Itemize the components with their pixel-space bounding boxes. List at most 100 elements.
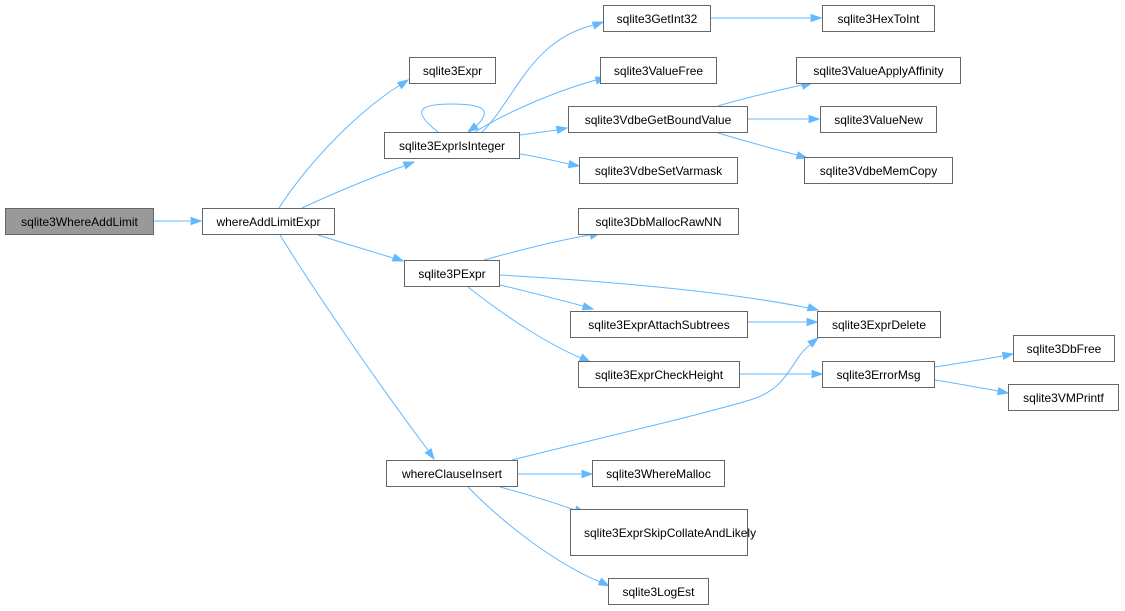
node-label: sqlite3VdbeGetBoundValue [584, 112, 732, 127]
node-label: sqlite3ValueFree [613, 63, 704, 78]
arrowhead [424, 447, 435, 461]
node-sqlite3ExprCheckHeight[interactable]: sqlite3ExprCheckHeight [578, 361, 740, 388]
edge-line [317, 234, 394, 259]
node-sqlite3WhereAddLimit: sqlite3WhereAddLimit [5, 208, 154, 235]
node-sqlite3ExprDelete[interactable]: sqlite3ExprDelete [817, 311, 941, 338]
arrowhead [591, 21, 605, 30]
arrowhead [807, 337, 820, 348]
edge-whereClauseInsert-to-sqlite3LogEst [467, 486, 611, 587]
arrowhead [806, 303, 820, 312]
node-sqlite3HexToInt[interactable]: sqlite3HexToInt [822, 5, 935, 32]
edge-line [511, 344, 811, 461]
node-sqlite3ValueFree[interactable]: sqlite3ValueFree [600, 57, 717, 84]
node-label: sqlite3VdbeMemCopy [819, 163, 938, 178]
node-label: sqlite3VMPrintf [1023, 390, 1104, 405]
arrowhead [391, 253, 405, 262]
arrowhead [555, 125, 569, 134]
node-sqlite3ValueApplyAffinity[interactable]: sqlite3ValueApplyAffinity [796, 57, 961, 84]
node-sqlite3WhereMalloc[interactable]: sqlite3WhereMalloc [592, 460, 725, 487]
arrowhead [810, 13, 823, 23]
edge-sqlite3ExprCheckHeight-to-sqlite3ErrorMsg [740, 369, 824, 379]
edge-sqlite3PExpr-to-sqlite3ExprDelete [499, 274, 820, 312]
edge-line [467, 286, 582, 359]
node-label: sqlite3DbMallocRawNN [595, 214, 722, 229]
arrowhead [996, 387, 1010, 396]
node-sqlite3ErrorMsg[interactable]: sqlite3ErrorMsg [822, 361, 935, 388]
edge-sqlite3VdbeGetBoundValue-to-sqlite3VdbeMemCopy [717, 132, 809, 160]
edge-line [519, 129, 558, 136]
edge-whereClauseInsert-to-sqlite3ExprDelete [511, 337, 820, 461]
edge-line [483, 234, 591, 261]
node-label: sqlite3LogEst [622, 584, 695, 599]
arrowhead [402, 161, 416, 170]
edge-sqlite3PExpr-to-sqlite3ExprAttachSubtrees [499, 284, 595, 311]
arrowhead [466, 122, 479, 133]
edge-line [717, 84, 803, 107]
node-sqlite3VdbeGetBoundValue[interactable]: sqlite3VdbeGetBoundValue [568, 106, 748, 133]
node-label: sqlite3ExprIsInteger [398, 138, 506, 153]
node-sqlite3GetInt32[interactable]: sqlite3GetInt32 [603, 5, 711, 32]
edge-whereAddLimitExpr-to-sqlite3Expr [278, 79, 410, 209]
node-sqlite3PExpr[interactable]: sqlite3PExpr [404, 260, 500, 287]
edge-whereClauseInsert-to-sqlite3WhereMalloc [518, 469, 594, 479]
node-sqlite3ExprAttachSubtrees[interactable]: sqlite3ExprAttachSubtrees [570, 311, 748, 338]
edge-line [421, 103, 485, 133]
edge-sqlite3ExprIsInteger-to-sqlite3GetInt32 [481, 21, 605, 133]
node-label: whereClauseInsert [401, 466, 503, 481]
edge-line [499, 284, 584, 307]
edge-whereAddLimitExpr-to-sqlite3ExprIsInteger [301, 161, 416, 209]
arrowhead [808, 114, 821, 124]
edge-sqlite3ExprIsInteger-to-sqlite3VdbeSetVarmask [519, 153, 581, 169]
edge-line [481, 24, 595, 133]
node-label: sqlite3ErrorMsg [836, 367, 921, 382]
node-label: sqlite3WhereMalloc [606, 466, 711, 481]
node-label: sqlite3DbFree [1026, 341, 1102, 356]
arrowhead [581, 469, 594, 479]
node-label: sqlite3VdbeSetVarmask [594, 163, 723, 178]
node-label: sqlite3HexToInt [837, 11, 920, 26]
node-label: sqlite3ExprDelete [831, 317, 927, 332]
edge-sqlite3PExpr-to-sqlite3DbMallocRawNN [483, 231, 602, 261]
node-sqlite3ExprIsInteger[interactable]: sqlite3ExprIsInteger [384, 132, 520, 159]
edge-line [301, 165, 405, 209]
node-sqlite3DbFree[interactable]: sqlite3DbFree [1013, 335, 1115, 362]
node-label: sqlite3GetInt32 [616, 11, 698, 26]
node-whereAddLimitExpr[interactable]: whereAddLimitExpr [202, 208, 335, 235]
node-sqlite3ExprSkipCollateAndLikely[interactable]: sqlite3ExprSkipCollateAndLikely [570, 509, 757, 556]
arrowhead [597, 577, 611, 587]
arrowhead [811, 369, 824, 379]
edge-line [499, 486, 576, 511]
edge-sqlite3GetInt32-to-sqlite3HexToInt [711, 13, 823, 23]
node-sqlite3ValueNew[interactable]: sqlite3ValueNew [820, 106, 937, 133]
node-label: sqlite3ValueNew [834, 112, 923, 127]
edge-sqlite3WhereAddLimit-to-whereAddLimitExpr [154, 216, 203, 226]
edge-sqlite3ExprIsInteger-to-sqlite3VdbeGetBoundValue [519, 125, 569, 136]
node-sqlite3Expr[interactable]: sqlite3Expr [409, 57, 496, 84]
edge-whereAddLimitExpr-to-sqlite3PExpr [317, 234, 405, 262]
edge-line [278, 84, 401, 209]
edge-line [934, 355, 1004, 368]
node-sqlite3LogEst[interactable]: sqlite3LogEst [608, 578, 709, 605]
node-sqlite3VdbeMemCopy[interactable]: sqlite3VdbeMemCopy [804, 157, 953, 184]
node-label: whereAddLimitExpr [216, 214, 321, 229]
edge-line [467, 486, 601, 583]
node-whereClauseInsert[interactable]: whereClauseInsert [386, 460, 518, 487]
edge-line [474, 79, 597, 133]
node-label: sqlite3ExprSkipCollateAndLikely [584, 525, 757, 540]
edge-line [934, 379, 999, 392]
node-sqlite3DbMallocRawNN[interactable]: sqlite3DbMallocRawNN [578, 208, 739, 235]
arrowhead [190, 216, 203, 226]
node-label: sqlite3ExprAttachSubtrees [588, 317, 730, 332]
edge-sqlite3ErrorMsg-to-sqlite3VMPrintf [934, 379, 1010, 396]
node-sqlite3VMPrintf[interactable]: sqlite3VMPrintf [1008, 384, 1119, 411]
node-label: sqlite3Expr [422, 63, 483, 78]
edge-line [519, 153, 570, 165]
arrowhead [396, 79, 410, 90]
edge-line [717, 132, 798, 156]
arrowhead [581, 302, 595, 311]
node-label: sqlite3ExprCheckHeight [594, 367, 724, 382]
node-sqlite3VdbeSetVarmask[interactable]: sqlite3VdbeSetVarmask [579, 157, 738, 184]
node-label: sqlite3PExpr [418, 266, 486, 281]
